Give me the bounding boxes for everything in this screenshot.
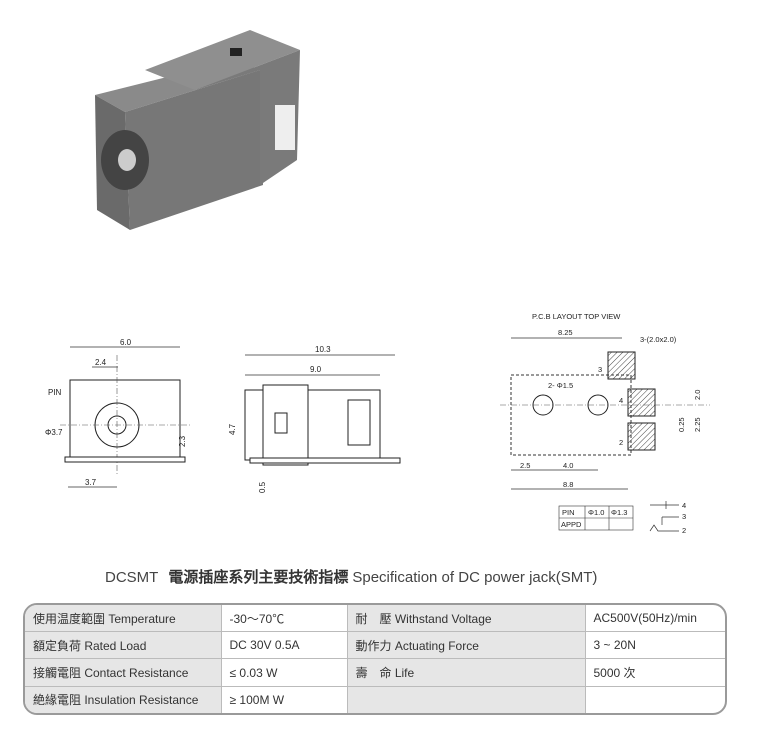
pcb-title: P.C.B LAYOUT TOP VIEW (532, 312, 621, 321)
title-chinese: 電源插座系列主要技術指標 (168, 569, 349, 586)
pin-table: PIN Φ1.0 Φ1.3 APPD (558, 505, 634, 531)
side-view-drawing: 10.3 9.0 4.7 0.5 (228, 345, 401, 493)
dim-40: 4.0 (563, 461, 573, 470)
title-english: Specification of DC power jack(SMT) (352, 569, 598, 586)
pcb-layout-drawing: P.C.B LAYOUT TOP VIEW 8.25 3-(2.0x2.0) 2… (500, 312, 710, 535)
dim-body: 9.0 (310, 365, 322, 374)
dim-height: 4.7 (228, 423, 237, 435)
pin3-label: 3 (598, 365, 602, 374)
dim-bottom: 3.7 (85, 478, 97, 487)
pin4-label: 4 (619, 396, 623, 405)
dim-width: 6.0 (120, 338, 132, 347)
dim-offset: 2.4 (95, 358, 107, 367)
dim-height: 2.3 (178, 435, 187, 447)
svg-text:Φ1.3: Φ1.3 (611, 508, 627, 517)
schematic-symbol (649, 501, 679, 532)
dim-total: 10.3 (315, 345, 331, 354)
dim-88: 8.8 (563, 480, 573, 489)
dim-025: 0.25 (677, 417, 686, 432)
dim-225: 2.25 (693, 417, 702, 432)
svg-text:Φ1.0: Φ1.0 (588, 508, 604, 517)
svg-text:APPD: APPD (561, 520, 582, 529)
dim-dia: Φ3.7 (45, 428, 63, 437)
svg-text:PIN: PIN (562, 508, 575, 517)
dim-pin: 0.5 (258, 481, 267, 493)
svg-text:2: 2 (682, 526, 686, 535)
product-photo (95, 30, 300, 230)
dim-20: 2.0 (693, 390, 702, 400)
svg-text:3: 3 (682, 512, 686, 521)
label-pin: PIN (48, 388, 62, 397)
front-view-drawing: 6.0 2.4 PIN Φ3.7 2.3 3.7 (45, 338, 190, 488)
dim-25: 2.5 (520, 461, 530, 470)
dim-825: 8.25 (558, 328, 573, 337)
svg-text:4: 4 (682, 501, 686, 510)
table-row: 絶緣電阻 Insulation Resistance≥ 100M W (25, 685, 725, 713)
hole-note: 2- Φ1.5 (548, 381, 573, 390)
model-name: DCSMT (105, 569, 159, 586)
pad-note: 3-(2.0x2.0) (640, 335, 677, 344)
pin2-label: 2 (619, 438, 623, 447)
